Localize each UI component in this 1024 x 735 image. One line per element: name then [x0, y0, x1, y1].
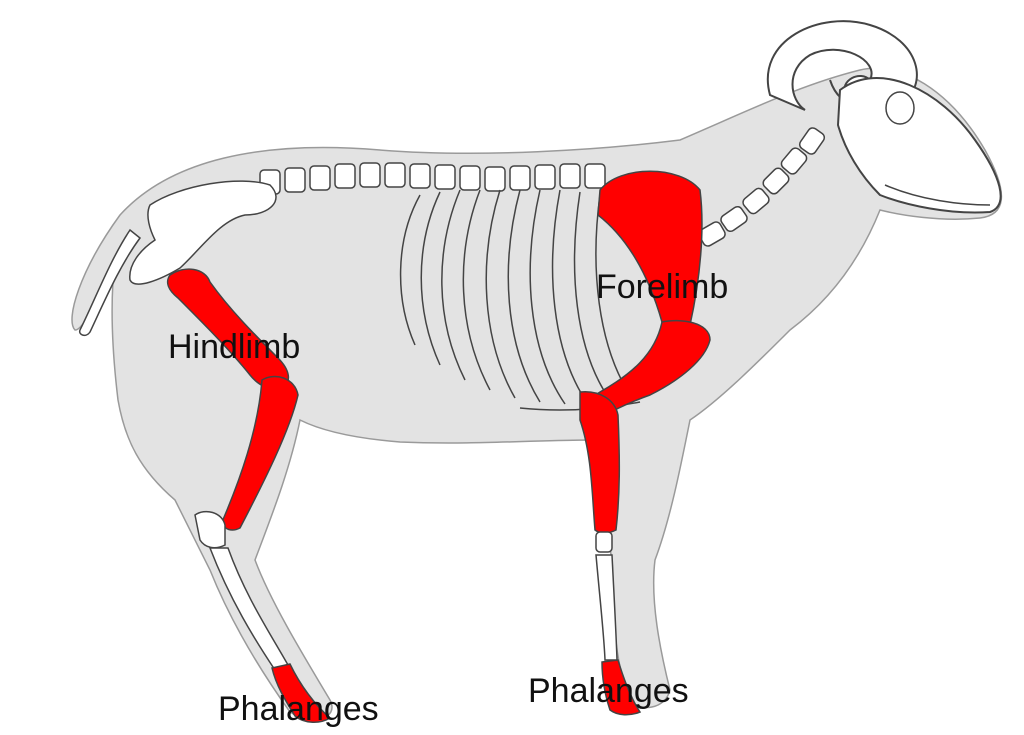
- neck-vertebrae: [698, 127, 826, 247]
- label-phalanges-hind: Phalanges: [218, 690, 379, 728]
- radius-ulna: [579, 391, 621, 534]
- jaw: [884, 184, 991, 206]
- tibia: [221, 375, 299, 531]
- label-forelimb: Forelimb: [596, 268, 729, 306]
- label-phalanges-fore: Phalanges: [528, 672, 689, 710]
- spine: [259, 162, 606, 195]
- eye-socket: [885, 91, 915, 125]
- hind-cannon: [194, 510, 290, 671]
- hind-phalanges: [271, 663, 332, 723]
- humerus: [590, 319, 711, 421]
- forelimb-highlight: [579, 170, 711, 534]
- hindlimb-highlight: [166, 268, 299, 531]
- scapula: [597, 170, 703, 330]
- label-hindlimb: Hindlimb: [168, 328, 301, 366]
- skull: [836, 77, 1002, 214]
- fore-phalanges: [601, 659, 642, 716]
- tail: [78, 228, 142, 337]
- pelvis: [129, 180, 277, 285]
- ribcage: [399, 189, 641, 411]
